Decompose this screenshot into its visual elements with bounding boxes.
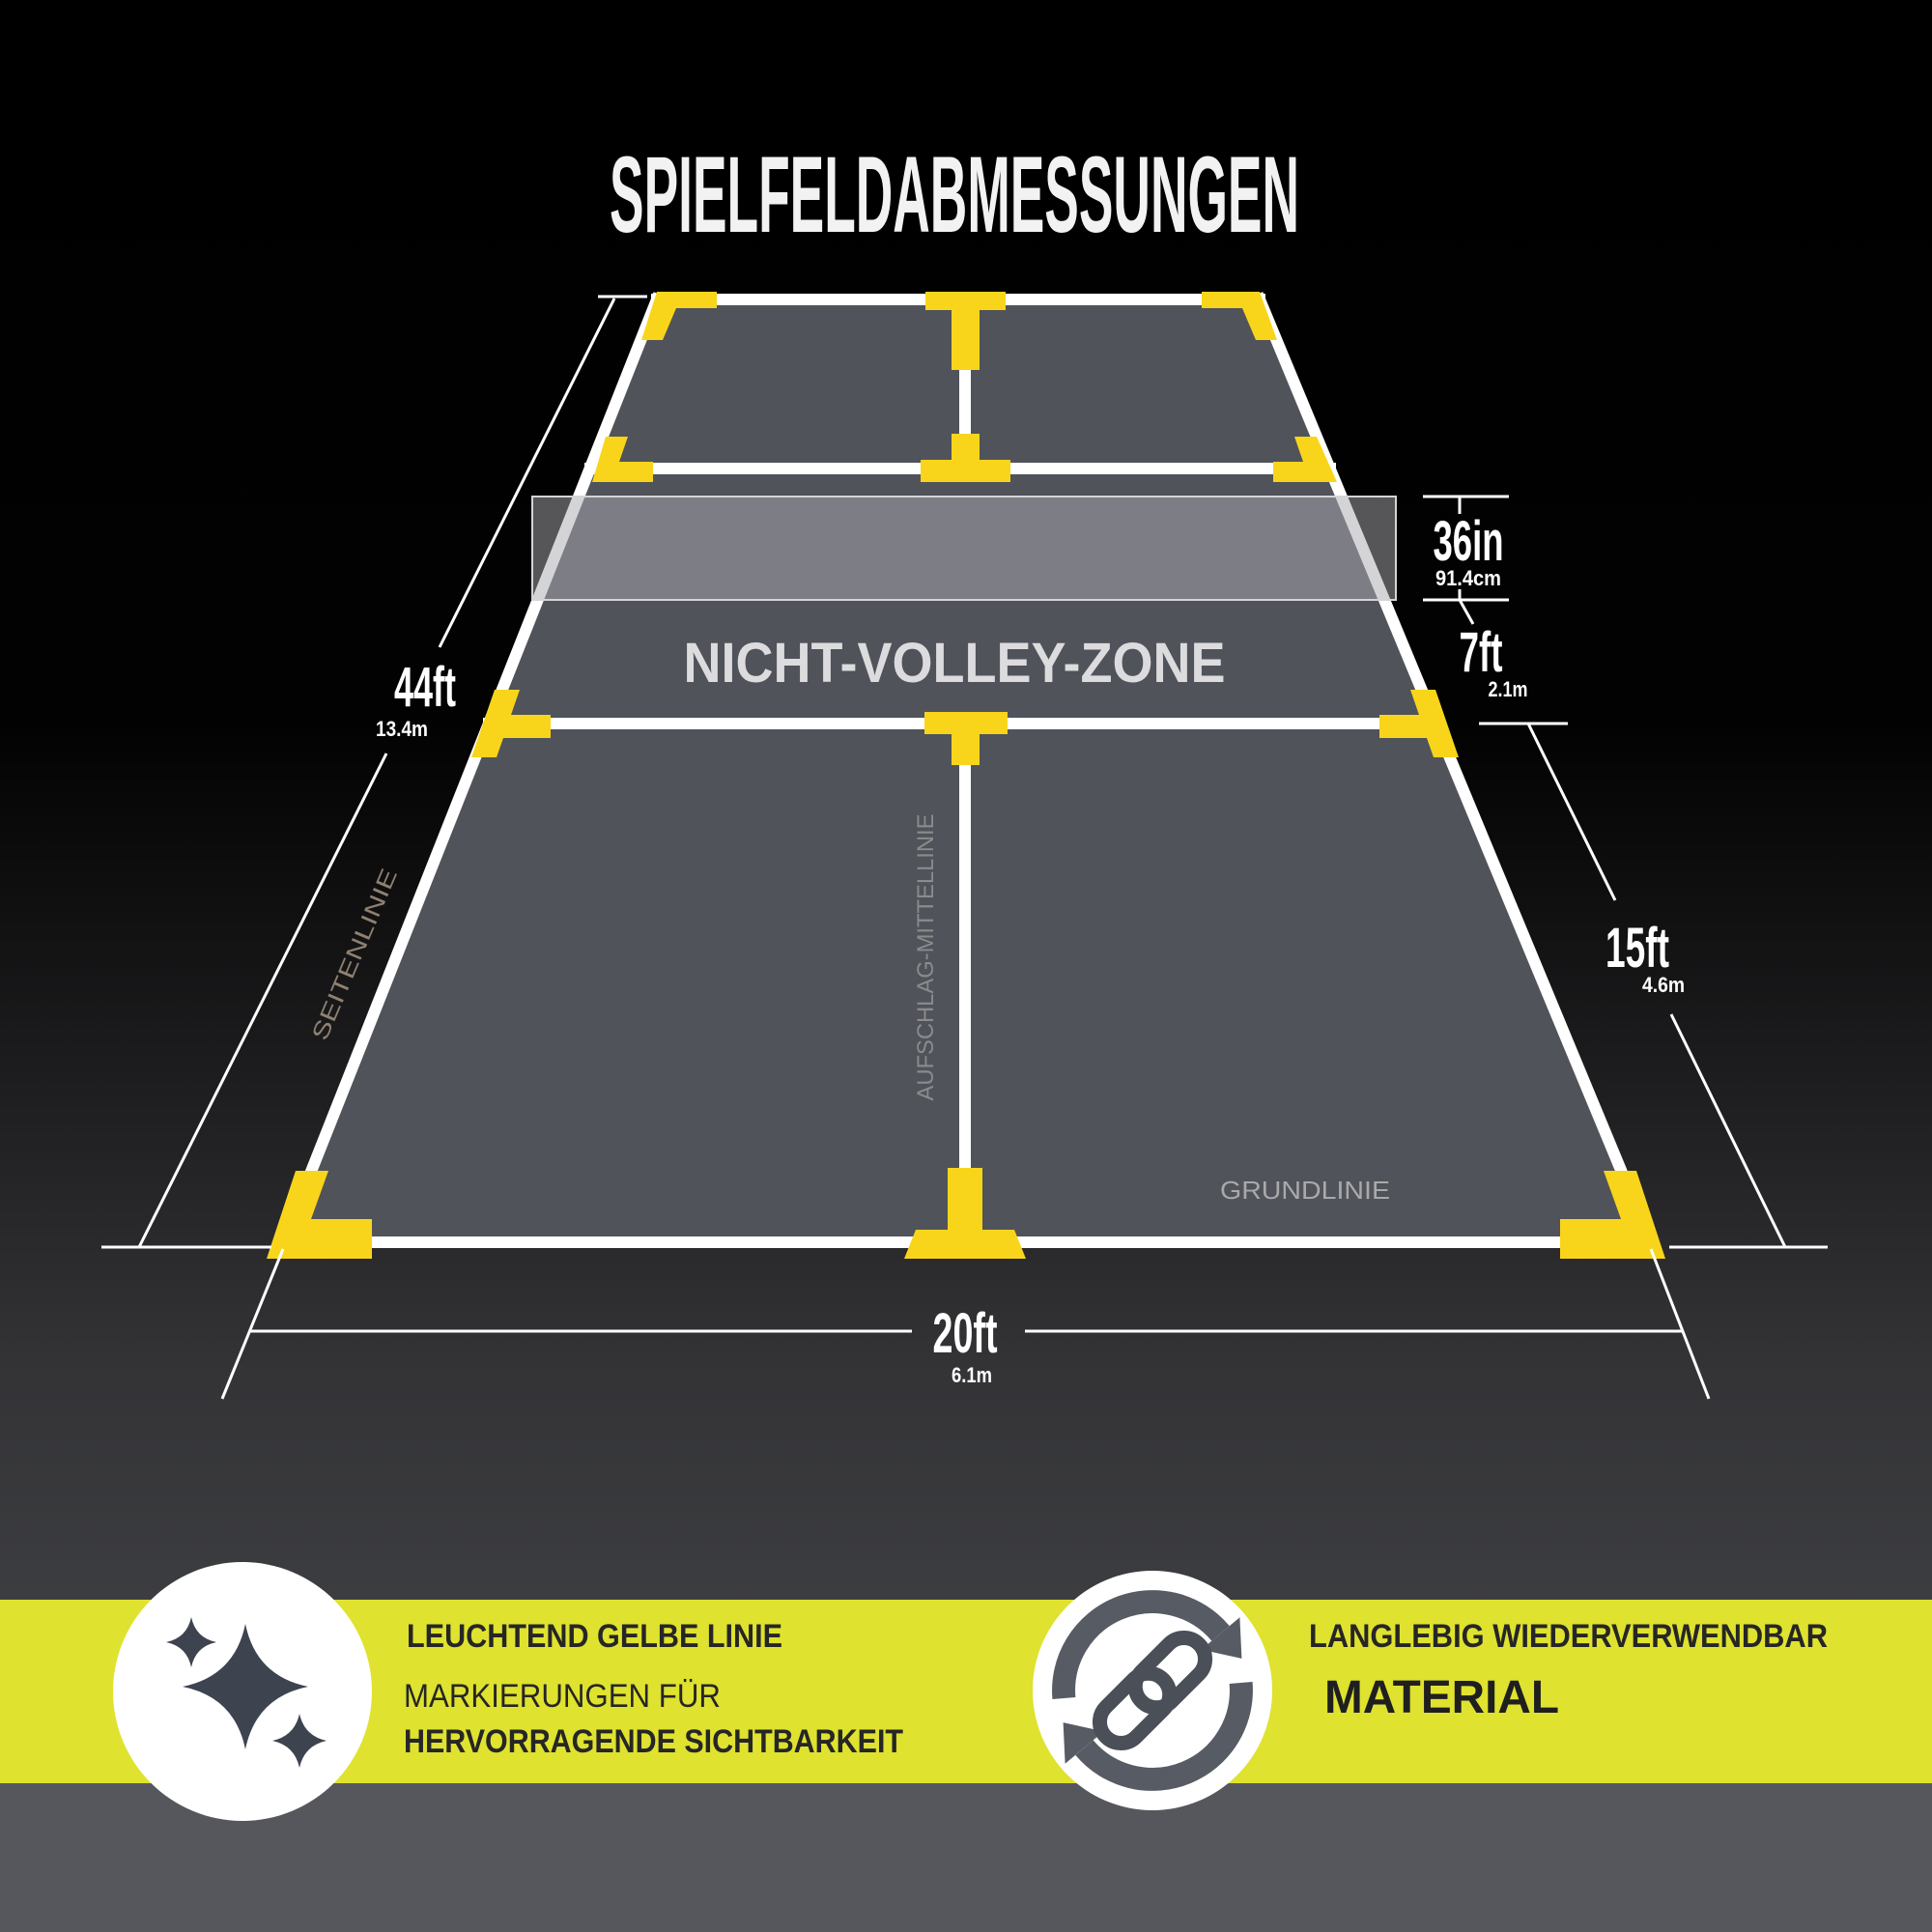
- left-sideline: [275, 292, 665, 1250]
- chain-link-icon: [1092, 1630, 1213, 1751]
- baseline-label: GRUNDLINIE: [1220, 1176, 1390, 1205]
- kitchen-depth-connector: [1458, 599, 1475, 625]
- corner-marker-far-left: [641, 292, 717, 340]
- service-depth-line-lower: [1669, 1013, 1787, 1248]
- width-value: 20ft: [933, 1302, 998, 1365]
- net: [531, 496, 1397, 601]
- t-marker-near-kitchen-center: [924, 712, 1008, 765]
- length-line-lower: [137, 753, 388, 1248]
- corner-marker-near-kitchen-right: [1379, 690, 1459, 757]
- length-line-upper: [438, 298, 616, 648]
- sparkle-small-star-top: [166, 1617, 216, 1667]
- recycle-arrow-bottom: [1075, 1681, 1253, 1791]
- kitchen-depth-metric: 2.1m: [1489, 677, 1528, 701]
- corner-marker-near-kitchen-left: [471, 690, 551, 757]
- width-metric: 6.1m: [952, 1363, 992, 1387]
- sparkle-large-star: [183, 1624, 308, 1749]
- non-volley-zone-label: NICHT-VOLLEY-ZONE: [684, 632, 1226, 695]
- sparkle-small-star-bottom: [272, 1714, 327, 1768]
- feature-durability-line-1: LANGLEBIG WIEDERVERWENDBAR: [1309, 1618, 1828, 1655]
- width-left-extension: [220, 1248, 285, 1400]
- width-right-extension: [1649, 1248, 1711, 1400]
- length-value: 44ft: [394, 656, 456, 719]
- corner-marker-far-right: [1202, 292, 1277, 340]
- recycle-arrows-icon: [1052, 1590, 1253, 1791]
- net-height-dimension: 36in 91.4cm: [1423, 495, 1509, 602]
- net-height-metric: 91.4cm: [1435, 566, 1501, 590]
- line-markers: [267, 292, 1665, 1259]
- kitchen-depth-dimension: 7ft 2.1m: [1458, 599, 1528, 701]
- feature-visibility: LEUCHTEND GELBE LINIE MARKIERUNGEN FÜR H…: [113, 1562, 903, 1821]
- corner-marker-near-left: [267, 1171, 372, 1259]
- t-marker-near-center: [904, 1168, 1026, 1259]
- kitchen-depth-value: 7ft: [1460, 621, 1503, 684]
- width-dimension: 20ft 6.1m: [220, 1248, 1711, 1400]
- t-marker-far-center: [925, 292, 1006, 370]
- recycle-arrowhead-top: [1201, 1617, 1242, 1659]
- feature-visibility-line-3: HERVORRAGENDE SICHTBARKEIT: [404, 1723, 903, 1760]
- feature-durability: LANGLEBIG WIEDERVERWENDBAR MATERIAL: [1033, 1571, 1828, 1810]
- length-dimension: 44ft 13.4m: [101, 295, 647, 1249]
- corner-marker-far-kitchen-right: [1273, 437, 1337, 482]
- service-depth-dimension: 15ft 4.6m: [1479, 722, 1828, 1249]
- corner-marker-near-right: [1560, 1171, 1665, 1259]
- center-line-label: AUFSCHLAG-MITTELLINIE: [913, 814, 939, 1101]
- feature-visibility-line-1: LEUCHTEND GELBE LINIE: [407, 1618, 782, 1655]
- corner-marker-far-kitchen-left: [592, 437, 653, 482]
- page-title: SPIELFELDABMESSUNGEN: [610, 134, 1299, 255]
- recycle-arrow-top: [1052, 1590, 1230, 1700]
- service-depth-metric: 4.6m: [1642, 973, 1685, 997]
- footer-strip: [0, 1783, 1932, 1932]
- service-depth-value: 15ft: [1605, 917, 1669, 980]
- chain-link-lower: [1092, 1665, 1178, 1751]
- service-depth-line-upper: [1526, 723, 1617, 901]
- net-height-value: 36in: [1434, 510, 1504, 573]
- length-metric: 13.4m: [376, 717, 428, 741]
- recycle-arrowhead-bottom: [1063, 1722, 1104, 1764]
- t-marker-far-kitchen-center: [921, 434, 1010, 482]
- sparkle-icon: [166, 1617, 327, 1768]
- chain-link-upper: [1127, 1630, 1213, 1716]
- feature-durability-line-2: MATERIAL: [1324, 1672, 1559, 1723]
- feature-visibility-line-2: MARKIERUNGEN FÜR: [404, 1678, 721, 1715]
